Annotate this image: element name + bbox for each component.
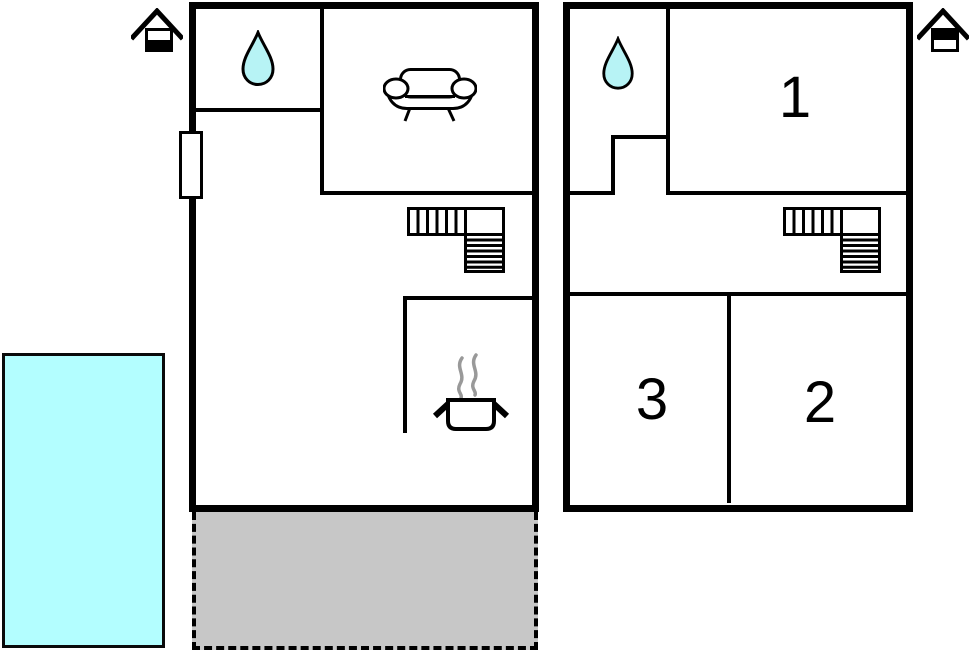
house-level-upper-icon	[917, 8, 969, 52]
upper-middle-wall	[570, 292, 906, 296]
room-2-label: 2	[803, 370, 837, 435]
ground-floor-plan	[189, 2, 539, 512]
terrace-patio	[192, 512, 538, 650]
sofa-icon	[383, 68, 477, 122]
upper-room1-left-wall	[666, 9, 670, 195]
room-3-label: 3	[635, 367, 669, 432]
staircase-icon	[783, 207, 881, 273]
cooking-pot-icon	[432, 353, 510, 431]
upper-bathroom-notch-vertical-wall	[611, 135, 615, 195]
staircase-icon	[407, 207, 505, 273]
upper-room1-bottom-wall	[666, 191, 906, 195]
house-level-ground-icon	[131, 8, 183, 52]
water-drop-icon	[241, 30, 275, 87]
upper-floor-plan	[563, 2, 913, 512]
swimming-pool	[2, 353, 165, 648]
ground-kitchen-top-wall	[403, 296, 532, 300]
ground-livingroom-left-wall	[320, 9, 324, 195]
upper-bathroom-bottom-wall	[570, 191, 613, 195]
ground-kitchen-left-wall	[403, 296, 407, 433]
ground-livingroom-bottom-wall	[320, 191, 532, 195]
ground-bathroom-bottom-wall	[196, 108, 324, 112]
upper-bathroom-notch-horizontal-wall	[611, 135, 670, 139]
window-marker	[179, 131, 203, 199]
room-1-label: 1	[778, 65, 812, 130]
water-drop-icon	[602, 36, 634, 90]
upper-rooms-divider-wall	[727, 292, 731, 503]
